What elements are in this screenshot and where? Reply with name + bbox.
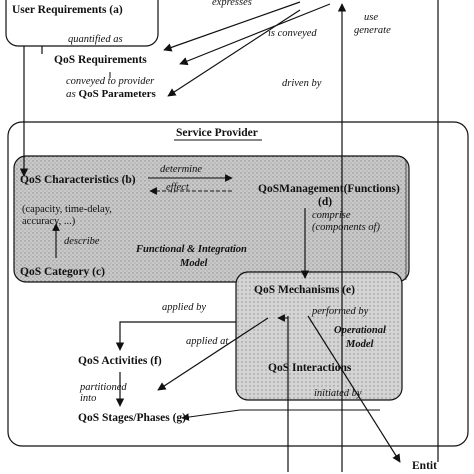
edge-label-is-conveyed: is conveyed [268, 28, 317, 39]
edge-label-comprise: comprise [312, 210, 351, 221]
qos-stages-node: QoS Stages/Phases (g) [78, 412, 186, 424]
qos-parameters-prefix: as [66, 88, 79, 100]
edge-label-describe: describe [64, 236, 100, 247]
edge-label-use: use [364, 12, 378, 23]
operational-model-box [235, 271, 403, 401]
edge-label-initiated-by: initiated by [314, 388, 362, 399]
operational-model-label-line1: Operational [334, 325, 386, 336]
functional-model-box [13, 155, 410, 283]
edge-label-generate: generate [354, 25, 391, 36]
functional-model-label-line1: Functional & Integration [136, 244, 247, 255]
qos-characteristics-label: QoS Characteristics (b) [20, 174, 136, 186]
user-requirements-label: User Requirements (a) [12, 4, 123, 16]
qos-characteristics-examples-2: accuracy, ...) [22, 216, 76, 227]
qos-interactions-label: QoS Interactions [268, 362, 352, 374]
qos-management-label: QoSManagement(Functions) [258, 183, 400, 195]
edge-label-into: into [80, 393, 97, 404]
qos-characteristics-examples: (capacity, time-delay, [22, 204, 112, 215]
edge-label-partitioned: partitioned [80, 382, 127, 393]
edge-label-effect: effect [166, 182, 189, 193]
qos-requirements-node: QoS Requirements [54, 54, 147, 66]
qos-activities-node: QoS Activities (f) [78, 355, 162, 367]
entity-node: Entit [412, 460, 437, 472]
qos-mechanisms-label: QoS Mechanisms (e) [254, 284, 355, 296]
edge-label-applied-by: applied by [162, 302, 207, 313]
qos-parameters-node: as QoS Parameters [66, 88, 156, 100]
edge-label-determine: determine [160, 164, 202, 175]
functional-model-label-line2: Model [180, 258, 208, 269]
edge-label-components-of: (components of) [312, 222, 380, 233]
edge-label-conveyed-to-provider: conveyed to provider [66, 76, 155, 87]
edge-label-performed-by: performed by [312, 306, 369, 317]
service-provider-title: Service Provider [176, 127, 258, 139]
qos-management-id: (d) [318, 196, 333, 208]
edge-label-expresses: expresses [212, 0, 252, 8]
edge-label-quantified-as: quantified as [68, 34, 123, 45]
qos-parameters-label: QoS Parameters [78, 88, 156, 100]
edge-label-applied-at: applied at [186, 336, 229, 347]
edge-label-driven-by: driven by [282, 78, 322, 89]
operational-model-label-line2: Model [346, 339, 374, 350]
user-requirements-box [5, 0, 159, 47]
qos-category-label: QoS Category (c) [20, 266, 105, 278]
